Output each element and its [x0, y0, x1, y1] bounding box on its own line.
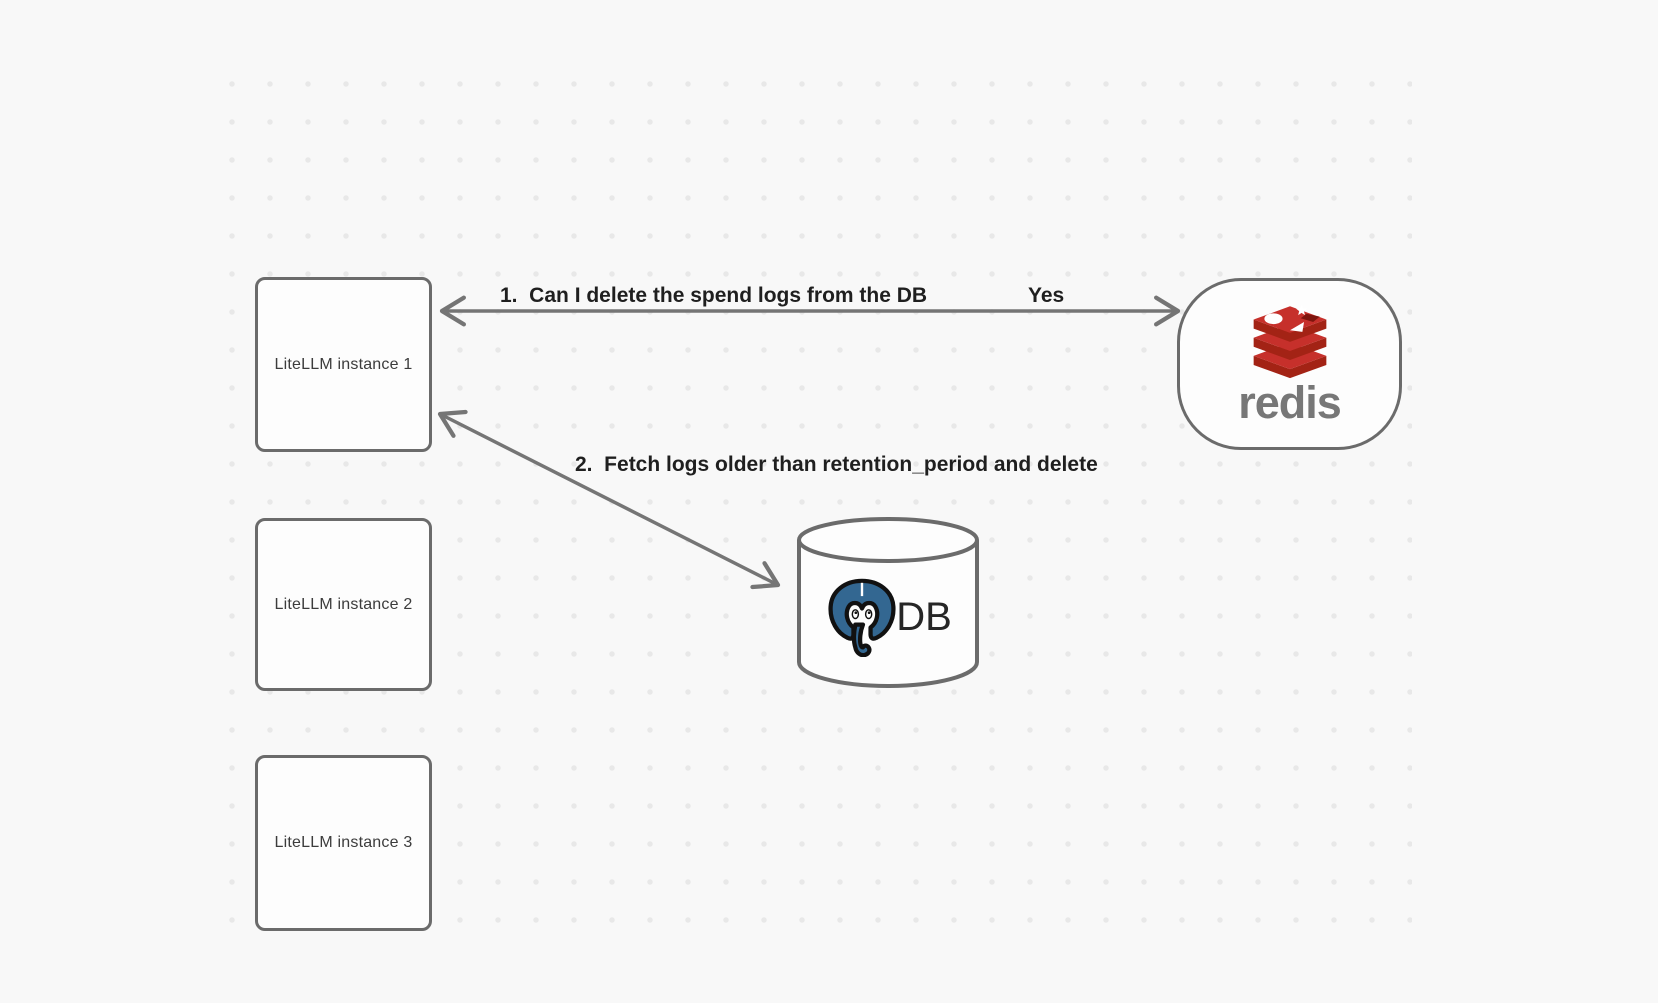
litellm-instance-1-label: LiteLLM instance 1 — [274, 355, 413, 373]
postgresql-elephant-icon — [828, 578, 896, 657]
litellm-instance-3-label: LiteLLM instance 3 — [274, 834, 413, 851]
redis-wordmark: redis — [1238, 377, 1342, 428]
db-label: DB — [896, 595, 952, 639]
redis-stack-icon — [1253, 304, 1326, 379]
node-redis[interactable]: redis — [1177, 278, 1402, 450]
node-litellm-instance-2[interactable]: LiteLLM instance 2 — [255, 518, 432, 691]
edge2-label[interactable]: 2. Fetch logs older than retention_perio… — [575, 453, 1098, 476]
edge-instance1-db-arrow[interactable] — [437, 409, 781, 590]
node-litellm-instance-3[interactable]: LiteLLM instance 3 — [255, 755, 432, 931]
edge1-response-label[interactable]: Yes — [1028, 284, 1065, 307]
litellm-instance-2-label: LiteLLM instance 2 — [274, 595, 413, 613]
node-litellm-instance-1[interactable]: LiteLLM instance 1 — [255, 277, 432, 452]
node-db[interactable]: DB — [796, 514, 980, 692]
edge1-label[interactable]: 1. Can I delete the spend logs from the … — [500, 284, 928, 307]
